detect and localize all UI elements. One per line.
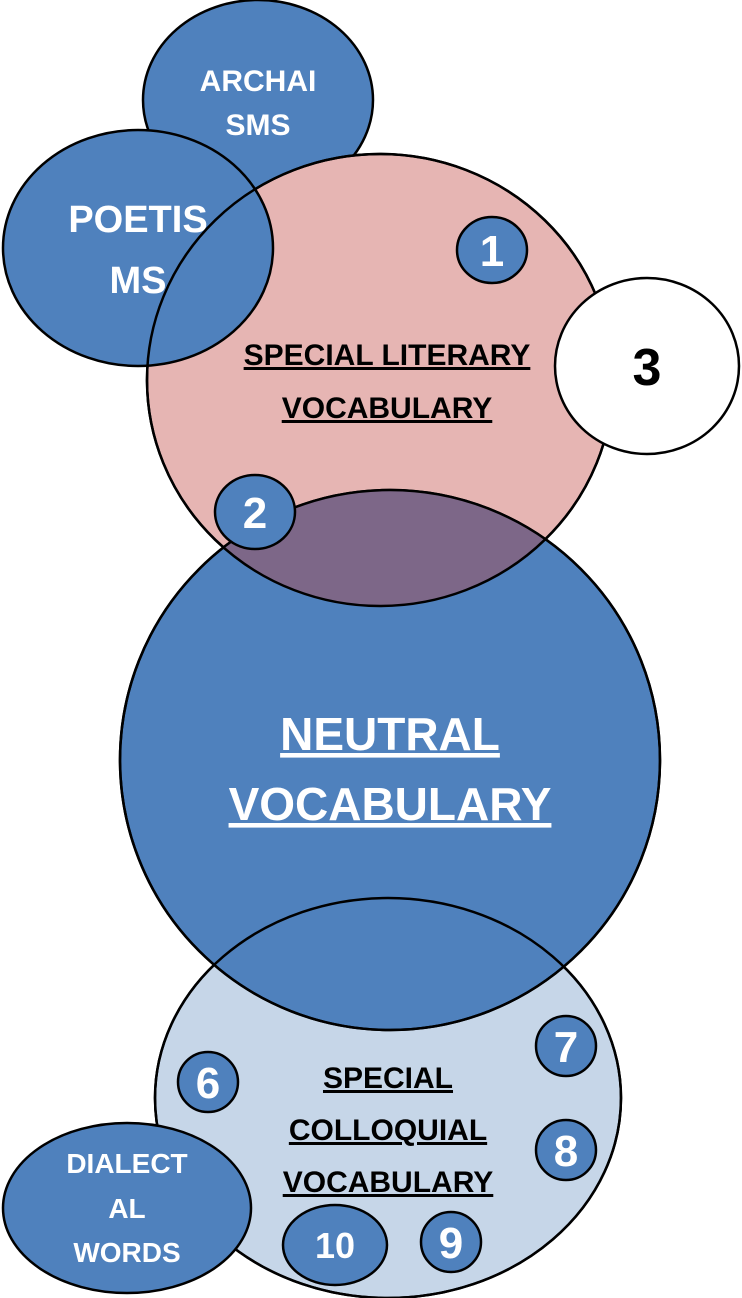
special-colloquial-outline bbox=[153, 896, 623, 1298]
marker-10-label: 10 bbox=[315, 1225, 355, 1266]
marker-10-circle bbox=[281, 1203, 389, 1287]
marker-8-circle bbox=[534, 1118, 598, 1182]
marker-7-circle bbox=[534, 1014, 598, 1078]
poetisms-label-line2: MS bbox=[110, 260, 167, 302]
marker-1-label: 1 bbox=[480, 227, 504, 276]
special-literary-label-line2: VOCABULARY bbox=[282, 392, 493, 425]
marker-6-circle bbox=[176, 1050, 240, 1114]
special-colloquial-label-line1: SPECIAL bbox=[323, 1062, 453, 1095]
archaisms-label-line1: ARCHAI bbox=[200, 65, 317, 98]
archaisms-label-line2: SMS bbox=[225, 109, 290, 142]
marker-9-circle bbox=[419, 1210, 483, 1274]
marker-3-circle bbox=[553, 276, 741, 456]
neutral-label-line2: VOCABULARY bbox=[229, 778, 552, 830]
dialectal-label-line3: WORDS bbox=[73, 1237, 180, 1268]
marker-2-circle bbox=[213, 473, 297, 551]
dialectal-label-line2: AL bbox=[108, 1193, 145, 1224]
marker-2-label: 2 bbox=[243, 489, 267, 538]
dialectal-label-line1: DIALECT bbox=[66, 1148, 187, 1179]
dialectal-circle bbox=[1, 1121, 253, 1295]
special-colloquial-label-line3: VOCABULARY bbox=[283, 1166, 494, 1199]
marker-9-label: 9 bbox=[439, 1219, 463, 1268]
special-literary-label-line1: SPECIAL LITERARY bbox=[244, 339, 531, 372]
marker-7-label: 7 bbox=[554, 1023, 578, 1072]
marker-6-label: 6 bbox=[196, 1059, 220, 1108]
special-colloquial-label-line2: COLLOQUIAL bbox=[289, 1114, 487, 1147]
neutral-label-line1: NEUTRAL bbox=[280, 708, 500, 760]
marker-3-label: 3 bbox=[633, 339, 662, 397]
poetisms-circle bbox=[1, 128, 275, 368]
marker-8-label: 8 bbox=[554, 1127, 578, 1176]
neutral-outline bbox=[118, 488, 662, 1032]
marker-1-circle bbox=[455, 215, 529, 285]
poetisms-label-line1: POETIS bbox=[68, 199, 207, 241]
